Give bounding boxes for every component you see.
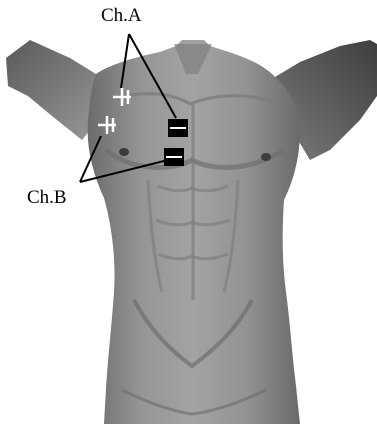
right-nipple: [261, 153, 271, 161]
channel-b-negative-electrode: [164, 148, 184, 166]
channel-a-label: Ch.A: [101, 6, 142, 25]
channel-a-negative-electrode: [168, 119, 188, 137]
left-nipple: [119, 148, 129, 156]
channel-b-label: Ch.B: [27, 188, 67, 207]
